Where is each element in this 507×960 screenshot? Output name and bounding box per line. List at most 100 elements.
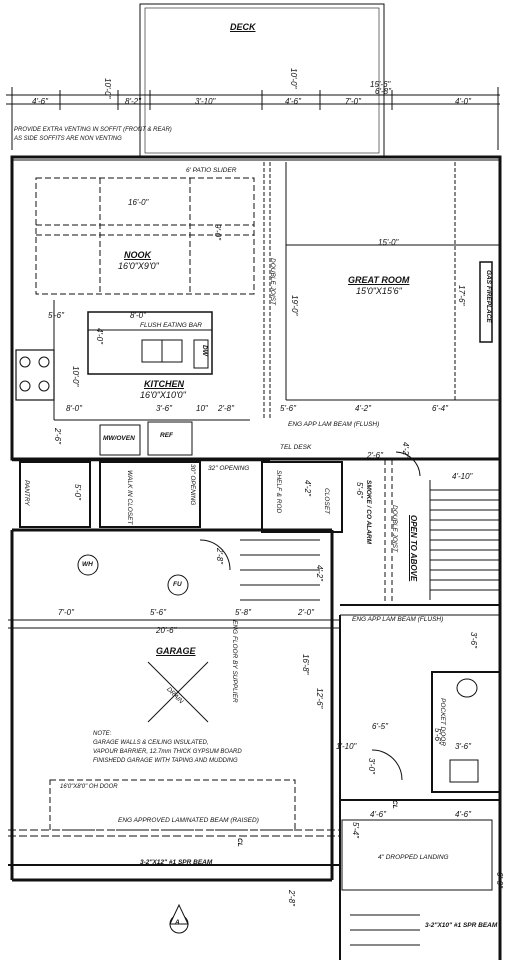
deck-inner (144, 7, 380, 154)
garage-note-title: NOTE: (93, 731, 112, 737)
dim-k-4: 2'-8" (218, 404, 234, 413)
dim-g-6: 16'-8" (301, 654, 310, 675)
nook-label: NOOK (124, 250, 151, 260)
great-room-size: 15'0"X15'6" (356, 286, 402, 296)
dim-r-4: 3'-6" (455, 742, 471, 751)
dim-stair-6: 4'-2" (401, 442, 410, 458)
dishwasher (193, 339, 209, 369)
dropped-landing (341, 819, 493, 891)
soffit-note-2: AS SIDE SOFFITS ARE NON VENTING (14, 136, 122, 142)
dim-nook-w: 16'-0" (128, 198, 149, 207)
dim-g-3: 5'-8" (235, 608, 251, 617)
dim-top-3: 3'-10" (195, 97, 216, 106)
deck-label: DECK (230, 22, 256, 32)
cl-label: CL (236, 838, 243, 847)
fireplace (479, 261, 493, 343)
dim-k-1: 8'-0" (66, 404, 82, 413)
lam-beam-mid-label: ENG APP LAM BEAM (FLUSH) (352, 616, 444, 623)
dim-r-7: 4'-6" (455, 810, 471, 819)
nook-area (35, 177, 255, 295)
dim-g-4: 2'-0" (298, 608, 314, 617)
dim-r-5: 4'-6" (370, 810, 386, 819)
opening-30-label: 30" OPENING (189, 464, 196, 506)
lam-beam-top-label: ENG APP LAM BEAM (FLUSH) (288, 421, 380, 428)
walk-in-closet-wall (99, 461, 201, 528)
dim-k-7: 6'-4" (432, 404, 448, 413)
pantry-wall (19, 461, 91, 528)
tel-desk-label: TEL DESK (280, 444, 312, 451)
oh-door-label: 16'0"X8'0" OH DOOR (60, 784, 118, 790)
flush-eating-bar-label: FLUSH EATING BAR (140, 322, 203, 329)
ref-label: REF (160, 432, 173, 439)
shelf-rod-label: SHELF & ROD (275, 470, 282, 514)
gas-fireplace-label: GAS FIREPLACE (485, 270, 492, 323)
dim-joist-h: 19'-0" (290, 295, 299, 316)
dim-gr-w: 15'-0" (378, 238, 399, 247)
dim-k-6: 4'-2" (355, 404, 371, 413)
ref-box (147, 421, 193, 456)
section-mark-label: A (175, 919, 180, 926)
open-to-above-label: OPEN TO ABOVE (409, 515, 418, 582)
fu-label: FU (173, 581, 182, 588)
garage-note-2: VAPOUR BARRIER, 12.7mm THICK GYPSUM BOAR… (93, 749, 242, 755)
dim-top-6b: 6'-8" (375, 87, 391, 96)
dim-stair-2: 2'-8" (215, 548, 224, 564)
walk-in-closet-label: WALK IN CLOSET (126, 470, 133, 525)
opening-32-label: 32" OPENING (208, 465, 250, 472)
laminated-beam-label: ENG APPROVED LAMINATED BEAM (RAISED) (118, 817, 259, 824)
dim-g-8: 1'-10" (336, 742, 357, 751)
dim-gr-h: 17'-6" (457, 285, 466, 306)
mw-oven-label: MW/OVEN (103, 435, 135, 442)
house-outline (10, 155, 502, 461)
nook-size: 16'0"X9'0" (118, 261, 159, 271)
double-joist-label-2: DOUBLE JOIST (391, 505, 398, 552)
dim-stair-3: 4'-2" (315, 565, 324, 581)
cl-label-2: CL (391, 800, 398, 809)
dim-r-3: 5'-6" (433, 728, 442, 744)
dw-label: DW (201, 345, 208, 356)
stairs-lower (240, 539, 320, 601)
dim-bar-w: 8'-0" (130, 311, 146, 320)
dim-stair-1: 5'-6" (355, 482, 364, 498)
dim-k-h: 10'-0" (71, 366, 80, 387)
sink-bath (449, 759, 479, 783)
dim-r-1: 3'-6" (469, 632, 478, 648)
smoke-alarm-label: SMOKE / CO ALARM (365, 480, 372, 545)
furnace (167, 574, 189, 596)
dim-g-11: 2'-8" (287, 890, 296, 906)
double-joist-label-1: DOUBLE JOIST (269, 258, 276, 305)
dim-stair-4: 2'-6" (367, 451, 383, 460)
closet-box (261, 461, 343, 533)
dim-r-2: 6'-5" (372, 722, 388, 731)
garage-note-1: GARAGE WALLS & CEILING INSULATED, (93, 740, 209, 746)
spr-beam-label: 3-2"X12" #1 SPR BEAM (140, 859, 213, 866)
toilet (456, 678, 478, 698)
garage-note-3: FINISHEDD GARAGE WITH TAPING AND MUDDING (93, 758, 238, 764)
dim-g-1: 7'-0" (58, 608, 74, 617)
dim-g-9: 3'-0" (367, 758, 376, 774)
cooktop (15, 349, 55, 401)
dim-pantry-h: 5'-0" (73, 484, 82, 500)
dim-deck-right: 10'-0" (289, 68, 298, 89)
soffit-note-1: PROVIDE EXTRA VENTING IN SOFFIT (FRONT &… (14, 127, 172, 133)
dim-k-left: 5'-6" (48, 311, 64, 320)
dim-top-4: 4'-6" (285, 97, 301, 106)
dim-pantry-w: 2'-6" (53, 428, 62, 444)
dim-r-8: 6'-0" (495, 872, 504, 888)
dim-k-2: 3'-6" (156, 404, 172, 413)
dim-g-7: 12'-6" (315, 688, 324, 709)
pantry-label: PANTRY (23, 480, 30, 506)
dim-top-5: 7'-0" (345, 97, 361, 106)
dim-top-2: 8'-2" (125, 97, 141, 106)
dim-top-1: 4'-6" (32, 97, 48, 106)
dim-k-3: 10" (196, 404, 208, 413)
eng-floor-label: ENG FLOOR BY SUPPLIER (231, 620, 238, 703)
dim-bar-h: 4'-0" (95, 328, 104, 344)
dropped-landing-label: 4" DROPPED LANDING (378, 854, 449, 861)
deck-outline (139, 3, 385, 157)
kitchen-size: 16'0"X10'0" (140, 390, 186, 400)
dim-r-6: 5'-4" (351, 822, 360, 838)
dim-top-7: 15'-6" (370, 80, 391, 89)
dim-g-2: 5'-6" (150, 608, 166, 617)
